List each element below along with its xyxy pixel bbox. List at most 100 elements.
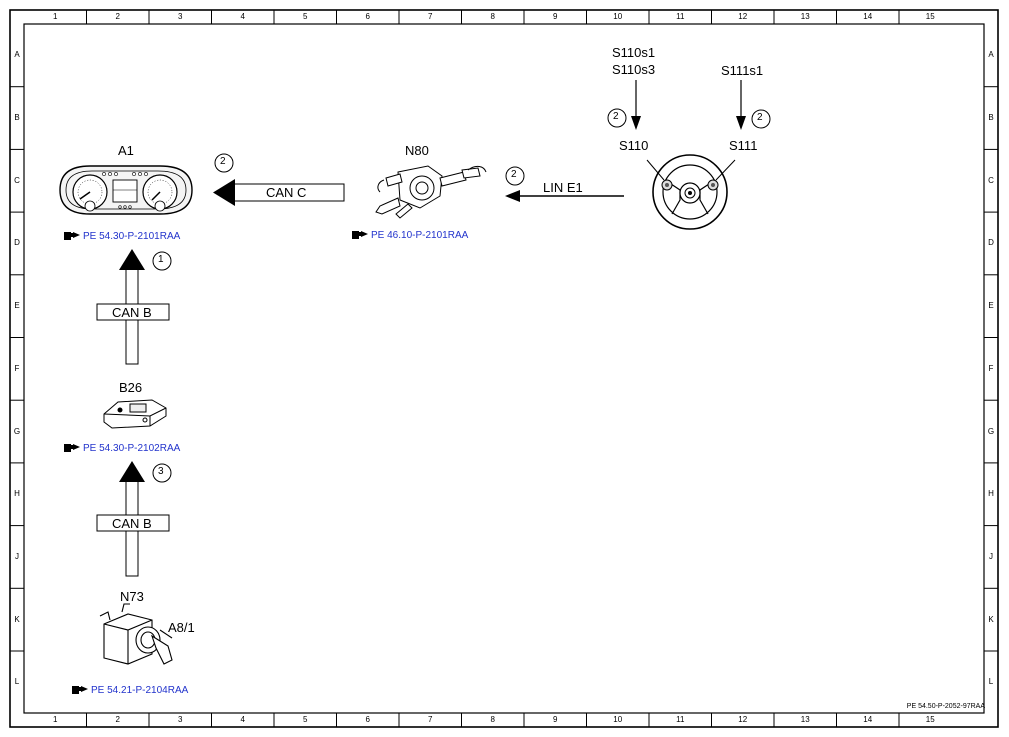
ignition-lock-n73[interactable] xyxy=(99,603,153,665)
step-label-can-b-lower: 3 xyxy=(158,466,164,477)
frame-ticks xyxy=(10,10,998,727)
pointing-hand-icon xyxy=(64,232,80,241)
label-s110s1: S110s1 xyxy=(612,45,656,60)
label-a8-1: A8/1 xyxy=(168,620,195,635)
s110-input-arrow xyxy=(607,80,641,130)
lin-e1-connection xyxy=(505,190,624,202)
sensor-b26[interactable] xyxy=(103,399,167,429)
key-a8-1[interactable] xyxy=(135,626,173,665)
grid-row-A-left: A xyxy=(14,50,20,60)
grid-column-10-top: 10 xyxy=(613,12,623,21)
inner-frame xyxy=(23,23,985,714)
grid-column-3-bottom: 3 xyxy=(178,715,183,724)
grid-row-H-left: H xyxy=(14,489,20,499)
s111-input-arrow xyxy=(736,80,771,130)
grid-column-12-bottom: 12 xyxy=(738,715,748,724)
grid-column-10-bottom: 10 xyxy=(613,715,623,724)
ref-text-b26[interactable]: PE 54.30-P-2102RAA xyxy=(83,443,181,454)
label-a1: A1 xyxy=(118,143,134,158)
s111-switch-group[interactable] xyxy=(707,159,736,191)
ref-link-a1[interactable]: PE 54.30-P-2101RAA xyxy=(64,231,180,242)
grid-row-K-right: K xyxy=(988,614,994,624)
grid-row-C-left: C xyxy=(14,175,20,185)
grid-row-E-left: E xyxy=(14,301,20,311)
ref-link-n80[interactable]: PE 46.10-P-2101RAA xyxy=(352,230,468,241)
grid-row-L-right: L xyxy=(988,677,994,687)
grid-column-9-bottom: 9 xyxy=(553,715,558,724)
label-b26: B26 xyxy=(119,380,143,395)
label-s111s1: S111s1 xyxy=(721,63,764,78)
grid-row-B-right: B xyxy=(988,113,994,123)
ref-text-n80[interactable]: PE 46.10-P-2101RAA xyxy=(371,230,469,241)
grid-column-8-top: 8 xyxy=(490,12,495,21)
instrument-cluster-a1[interactable] xyxy=(59,165,193,215)
label-n80: N80 xyxy=(405,143,429,158)
grid-row-E-right: E xyxy=(988,301,994,311)
grid-column-13-bottom: 13 xyxy=(800,715,810,724)
step-label-can-c: 2 xyxy=(220,156,226,167)
grid-column-7-bottom: 7 xyxy=(428,715,433,724)
pointing-hand-icon xyxy=(72,686,88,695)
grid-column-15-top: 15 xyxy=(925,12,935,21)
steering-wheel[interactable] xyxy=(652,154,728,230)
steering-column-module-n80[interactable] xyxy=(375,165,487,219)
label-lin-e1: LIN E1 xyxy=(543,180,583,195)
ref-link-b26[interactable]: PE 54.30-P-2102RAA xyxy=(64,443,180,454)
grid-column-3-top: 3 xyxy=(178,12,183,21)
pointing-hand-icon xyxy=(352,231,368,240)
grid-column-5-top: 5 xyxy=(303,12,308,21)
document-number: PE 54.50-P-2052-97RAA xyxy=(906,703,985,710)
grid-row-F-right: F xyxy=(988,363,994,373)
step-label-can-b-upper: 1 xyxy=(158,254,164,265)
grid-row-D-right: D xyxy=(988,238,994,248)
label-s110: S110 xyxy=(619,138,649,153)
label-can-b-lower: CAN B xyxy=(112,516,152,531)
grid-column-11-top: 11 xyxy=(676,12,685,21)
grid-column-4-top: 4 xyxy=(240,12,245,21)
ref-text-n73[interactable]: PE 54.21-P-2104RAA xyxy=(91,685,189,696)
grid-row-G-right: G xyxy=(987,426,995,436)
can-b-upper-connection xyxy=(96,249,172,365)
grid-column-5-bottom: 5 xyxy=(303,715,308,724)
can-b-lower-connection xyxy=(96,461,172,577)
grid-row-F-left: F xyxy=(14,363,20,373)
grid-column-4-bottom: 4 xyxy=(240,715,245,724)
can-c-connection xyxy=(213,179,345,206)
step-2-marker-can-c xyxy=(214,153,234,173)
grid-row-K-left: K xyxy=(14,614,20,624)
pointing-hand-icon xyxy=(64,444,80,453)
step-label-lin-e1: 2 xyxy=(511,169,517,180)
grid-row-L-left: L xyxy=(14,677,20,687)
s110-switch-group[interactable] xyxy=(646,159,673,191)
outer-frame xyxy=(9,9,999,728)
step-label-s110: 2 xyxy=(613,111,619,122)
grid-row-J-right: J xyxy=(989,551,993,561)
grid-row-B-left: B xyxy=(14,113,20,123)
label-s110s3: S110s3 xyxy=(612,62,656,77)
grid-column-1-top: 1 xyxy=(53,12,58,21)
grid-column-14-bottom: 14 xyxy=(863,715,873,724)
grid-column-6-bottom: 6 xyxy=(365,715,370,724)
grid-row-H-right: H xyxy=(988,489,994,499)
label-n73: N73 xyxy=(120,589,144,604)
grid-row-A-right: A xyxy=(988,50,994,60)
grid-column-9-top: 9 xyxy=(553,12,558,21)
step-label-s111: 2 xyxy=(757,112,763,123)
grid-column-7-top: 7 xyxy=(428,12,433,21)
grid-column-1-bottom: 1 xyxy=(53,715,58,724)
grid-row-J-left: J xyxy=(15,551,19,561)
grid-row-C-right: C xyxy=(988,175,994,185)
label-can-c: CAN C xyxy=(266,185,307,200)
grid-row-G-left: G xyxy=(13,426,21,436)
grid-column-2-top: 2 xyxy=(115,12,120,21)
label-s111: S111 xyxy=(729,138,758,153)
label-can-b-upper: CAN B xyxy=(112,305,152,320)
ref-text-a1[interactable]: PE 54.30-P-2101RAA xyxy=(83,231,181,242)
grid-column-8-bottom: 8 xyxy=(490,715,495,724)
grid-column-15-bottom: 15 xyxy=(925,715,935,724)
grid-column-11-bottom: 11 xyxy=(676,715,685,724)
grid-column-14-top: 14 xyxy=(863,12,873,21)
grid-column-2-bottom: 2 xyxy=(115,715,120,724)
ref-link-n73[interactable]: PE 54.21-P-2104RAA xyxy=(72,685,188,696)
